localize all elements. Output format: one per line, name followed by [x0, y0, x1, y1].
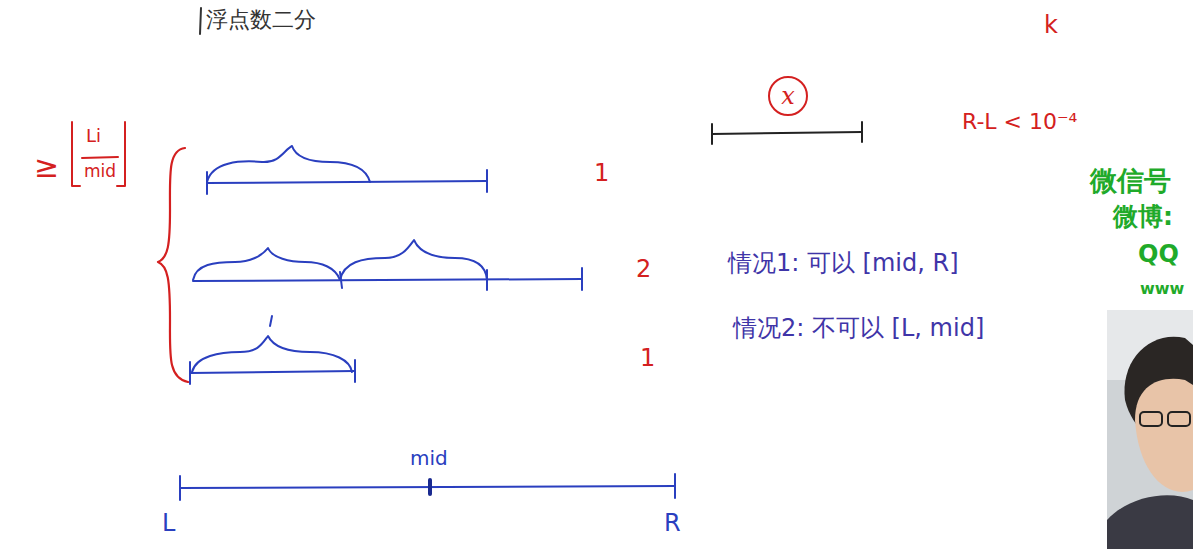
precision-note: R-L < 10⁻⁴ [962, 110, 1077, 134]
piece-arc [207, 146, 370, 182]
denominator: mid [84, 162, 116, 181]
count-number: 1 [640, 345, 655, 371]
curly-brace [158, 148, 188, 382]
log-tick [581, 268, 583, 290]
log-tick [340, 270, 487, 290]
webcam-inset [1107, 310, 1193, 549]
piece-arc [340, 240, 487, 280]
log-line [190, 371, 355, 373]
floor-bracket [72, 122, 80, 186]
circle-node: x [767, 75, 809, 117]
pen-mark [270, 316, 272, 326]
numerator: Li [86, 126, 101, 146]
segment-tick [712, 122, 862, 144]
log-line [207, 181, 487, 183]
segment [712, 132, 862, 134]
right-bound: R [664, 510, 681, 536]
log-tick [190, 360, 355, 384]
left-bound: L [162, 510, 175, 536]
watermark: www [1140, 280, 1184, 298]
watermark: 微信号 [1090, 166, 1171, 196]
log-line [193, 279, 582, 281]
log-tick [207, 170, 487, 194]
watermark: QQ [1138, 241, 1179, 267]
mid-label: mid [410, 447, 448, 469]
piece-arc [193, 248, 340, 280]
case-note: 情况2: 不可以 [L, mid] [733, 315, 984, 341]
count-number: 1 [594, 160, 609, 186]
count-number: 2 [636, 256, 651, 282]
relation-sign: ≥ [34, 150, 59, 183]
range-line [180, 486, 675, 488]
node-text: x [767, 82, 809, 110]
case-note: 情况1: 可以 [mid, R] [728, 250, 959, 276]
range-tick [180, 474, 675, 500]
floor-bracket [117, 122, 125, 186]
mid-tick [428, 480, 432, 494]
watermark: 微博: [1113, 203, 1173, 231]
title-note: 浮点数二分 [206, 8, 316, 32]
variable-k: k [1044, 12, 1058, 38]
piece-arc [192, 336, 352, 372]
pen-mark [200, 8, 201, 34]
fraction-bar [82, 157, 118, 158]
